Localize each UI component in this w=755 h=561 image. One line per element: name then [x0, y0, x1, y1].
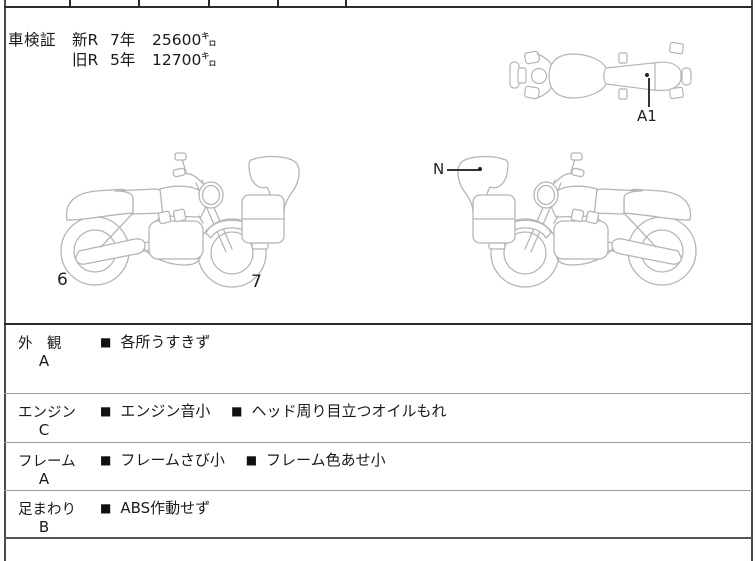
- registration-section: 車検証 新R 7年 25600㌔ 旧R 5年 12700㌔: [8, 30, 217, 70]
- cell-divider: [345, 0, 347, 8]
- comment-list: ■ フレームさび小 ■ フレーム色あせ小: [100, 449, 402, 470]
- registration-row-new: 新R 7年 25600㌔: [72, 30, 217, 50]
- inspection-row-exterior: 外 観 A ■ 各所うすきず: [4, 323, 752, 393]
- reg-distance: 12700㌔: [152, 51, 217, 69]
- comment-text: フレーム色あせ小: [266, 451, 386, 469]
- reg-year: 5年: [110, 51, 136, 69]
- inspection-table: 外 観 A ■ 各所うすきず エンジン C ■ エンジン音小 ■ ヘッド周り目立つオイ…: [4, 323, 752, 537]
- comment-item: ■ ヘッド周り目立つオイルもれ: [231, 400, 446, 421]
- registration-values: 新R 7年 25600㌔ 旧R 5年 12700㌔: [72, 30, 217, 70]
- motorcycle-side-view-left-drawing: [60, 152, 300, 288]
- registration-label: 車検証: [8, 31, 57, 49]
- category-label: エンジン: [18, 405, 76, 421]
- square-bullet-icon: ■: [100, 501, 112, 515]
- comment-list: ■ エンジン音小 ■ ヘッド周り目立つオイルもれ: [100, 400, 463, 421]
- grade-value: A: [38, 470, 50, 488]
- n-pointer-line: [447, 169, 481, 171]
- n-pointer-dot: [478, 167, 482, 171]
- sheet-left-border: [4, 0, 6, 561]
- square-bullet-icon: ■: [100, 453, 112, 467]
- sheet-right-border: [751, 0, 753, 561]
- comment-item: ■ 各所うすきず: [100, 331, 210, 352]
- inspection-row-frame: フレーム A ■ フレームさび小 ■ フレーム色あせ小: [4, 442, 752, 490]
- comment-text: ABS作動せず: [120, 499, 211, 517]
- comment-text: 各所うすきず: [120, 333, 211, 351]
- square-bullet-icon: ■: [245, 453, 258, 467]
- n-label: N: [433, 160, 445, 178]
- inspection-row-engine: エンジン C ■ エンジン音小 ■ ヘッド周り目立つオイルもれ: [4, 393, 752, 442]
- table-bottom-line: [4, 537, 752, 539]
- inspection-row-undercarriage: 足まわり B ■ ABS作動せず: [4, 490, 752, 537]
- a1-pointer-dot: [645, 73, 649, 77]
- grade-value: B: [38, 518, 50, 536]
- comment-text: ヘッド周り目立つオイルもれ: [251, 402, 447, 420]
- a1-pointer-line: [648, 78, 650, 107]
- comment-text: フレームさび小: [120, 451, 225, 469]
- comment-list: ■ ABS作動せず: [100, 497, 226, 518]
- comment-item: ■ フレームさび小: [100, 449, 225, 470]
- comment-item: ■ エンジン音小: [100, 400, 210, 421]
- side-left-number: 6: [57, 270, 68, 290]
- a1-label: A1: [637, 107, 657, 125]
- category-label: 足まわり: [18, 502, 76, 518]
- cell-divider: [138, 0, 140, 8]
- cell-divider: [277, 0, 279, 8]
- comment-item: ■ ABS作動せず: [100, 497, 210, 518]
- cell-divider: [69, 0, 71, 8]
- comment-text: エンジン音小: [120, 402, 211, 420]
- reg-year: 7年: [110, 31, 136, 49]
- square-bullet-icon: ■: [100, 335, 112, 349]
- motorcycle-top-view-drawing: [509, 41, 692, 100]
- side-right-number: 7: [251, 272, 262, 292]
- grade-value: C: [38, 421, 50, 439]
- cell-divider: [208, 0, 210, 8]
- clipped-top-table-row: [4, 0, 752, 8]
- category-label: 外 観: [18, 336, 62, 352]
- registration-row-old: 旧R 5年 12700㌔: [72, 50, 217, 70]
- comment-list: ■ 各所うすきず: [100, 331, 226, 352]
- category-label: フレーム: [18, 454, 76, 470]
- grade-value: A: [38, 352, 50, 370]
- reg-era: 新R: [72, 31, 99, 49]
- reg-distance: 25600㌔: [152, 31, 217, 49]
- comment-item: ■ フレーム色あせ小: [246, 449, 386, 470]
- motorcycle-side-view-right-drawing: [457, 152, 697, 288]
- reg-era: 旧R: [72, 51, 99, 69]
- square-bullet-icon: ■: [231, 404, 243, 418]
- square-bullet-icon: ■: [100, 404, 112, 418]
